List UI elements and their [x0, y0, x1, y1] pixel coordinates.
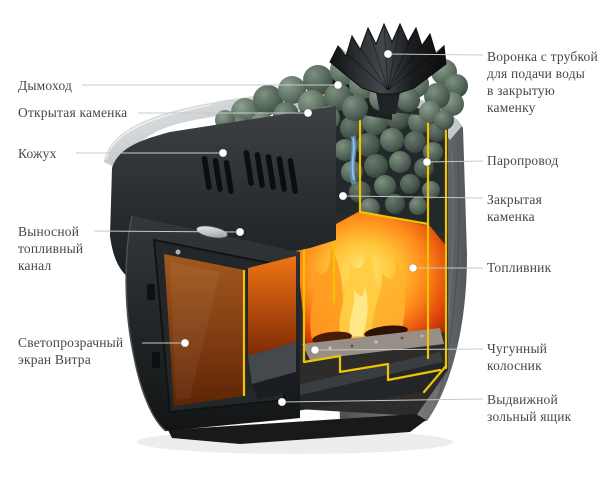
label-zakrytaya-kamenka: Закрытая каменка	[487, 192, 543, 224]
glass-screen	[164, 254, 244, 406]
marker-vynosnoy-kanal	[235, 227, 245, 237]
label-kolosnik: Чугунный колосник	[487, 341, 548, 373]
label-toplivnik: Топливник	[487, 260, 552, 275]
fuel-channel-door	[125, 215, 301, 432]
water-funnel	[329, 22, 447, 114]
label-vynosnoy-kanal: Выносной топливный канал	[18, 224, 84, 273]
marker-toplivnik	[408, 263, 418, 273]
leader-lines	[76, 53, 484, 403]
marker-voronka	[383, 49, 393, 59]
label-voronka: Воронка с трубкой для подачи воды в закр…	[487, 49, 598, 115]
base-plinth	[168, 414, 426, 444]
marker-dymohod	[333, 80, 343, 90]
closed-stone-chamber	[336, 106, 446, 232]
marker-paroprovod	[422, 157, 432, 167]
channel-interior-glow	[248, 256, 296, 356]
door-rivet	[175, 249, 181, 255]
marker-zakrytaya-kamenka	[338, 191, 348, 201]
label-dymohod: Дымоход	[18, 78, 73, 93]
label-zolnyy-yaschik: Выдвижной зольный ящик	[487, 392, 572, 424]
label-ekran-vitra: Светопрозрачный экран Витра	[18, 335, 124, 367]
marker-dots	[180, 49, 432, 407]
door-hinge	[147, 284, 155, 300]
marker-otkrytaya-kamenka	[303, 108, 313, 118]
vent-slots	[201, 150, 298, 194]
marker-zolnyy-yaschik	[277, 397, 287, 407]
marker-ekran-vitra	[180, 338, 190, 348]
label-otkrytaya-kamenka: Открытая каменка	[18, 105, 128, 120]
marker-kolosnik	[310, 345, 320, 355]
label-kozhuh: Кожух	[18, 146, 57, 161]
door-hinge	[152, 352, 160, 368]
label-paroprovod: Паропровод	[487, 153, 559, 168]
marker-kozhuh	[218, 148, 228, 158]
